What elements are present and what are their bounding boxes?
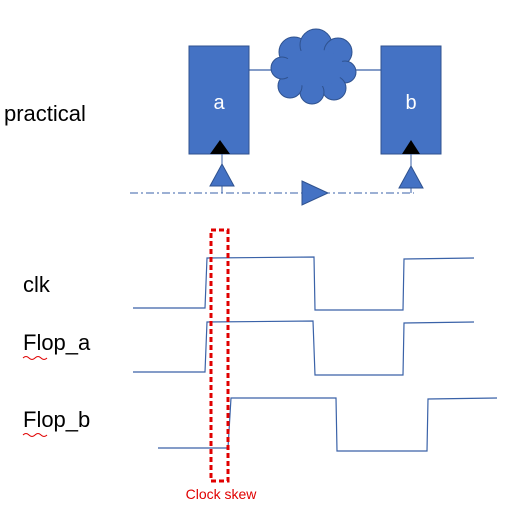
clock-buffer-triangle-icon xyxy=(398,164,424,189)
flop-a-block xyxy=(188,45,250,155)
clk-waveform xyxy=(133,256,475,311)
flop-a-signal-label: Flop_a xyxy=(23,330,91,355)
clock-buffer-triangle-icon xyxy=(209,162,235,187)
spellcheck-underline xyxy=(22,356,48,360)
clock-skew-highlight xyxy=(209,228,230,483)
spellcheck-underline xyxy=(22,433,48,437)
clock-edge-triangle-icon xyxy=(402,140,420,154)
flop-b-block xyxy=(380,45,442,155)
flop-b-waveform xyxy=(158,397,498,452)
flop-b-signal-label: Flop_b xyxy=(23,407,90,432)
flop-a-waveform xyxy=(133,320,475,376)
clk-label: clk xyxy=(23,272,51,297)
flop-b-block-label: b xyxy=(405,92,416,114)
clock-direction-arrow-icon xyxy=(301,180,330,206)
clock-edge-triangle-icon xyxy=(210,140,230,154)
clock-skew-label: Clock skew xyxy=(186,486,258,502)
practical-label: practical xyxy=(4,101,86,126)
cloud-fill-core xyxy=(284,49,344,87)
flop-a-block-label: a xyxy=(213,92,225,114)
